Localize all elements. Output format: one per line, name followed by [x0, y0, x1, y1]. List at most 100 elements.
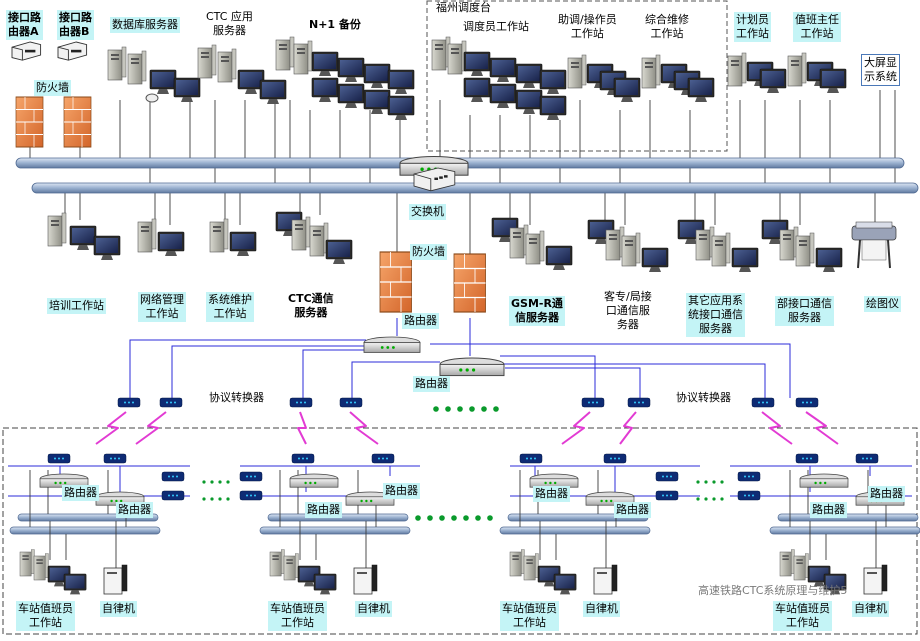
station3-router-label-b: 路由器 — [614, 502, 651, 518]
ctc-app-server-label: CTC 应用 服务器 — [206, 10, 253, 37]
sysmaint-ws-label: 系统维护 工作站 — [206, 292, 254, 322]
wireless-links — [95, 411, 839, 445]
station-bus-b — [9, 526, 161, 535]
station-bus-b — [499, 526, 651, 535]
router-center-1-label: 路由器 — [402, 313, 439, 329]
station2-router-label-a: 路由器 — [305, 502, 342, 518]
middle-devices — [47, 155, 897, 313]
duty-ws-icon — [788, 53, 846, 93]
station-workstation-icon — [509, 549, 577, 595]
router-center-2-label: 路由器 — [413, 376, 450, 392]
db-server-icon — [107, 46, 201, 103]
station3-autonomous-label: 自律机 — [583, 601, 620, 617]
firewall2-label: 防火墙 — [410, 244, 447, 260]
router-b-icon — [57, 41, 88, 61]
router-a-icon — [11, 41, 42, 61]
protocol-converter-left-label: 协议转换器 — [209, 391, 264, 404]
ctc-app-server-icon — [197, 44, 287, 105]
station1-ws-label: 车站值班员 工作站 — [16, 601, 75, 631]
station-bus-a — [777, 513, 919, 522]
station-router-icon — [799, 473, 849, 488]
sysmaint-ws-icon — [209, 218, 257, 257]
station-workstation-icon — [19, 549, 87, 595]
station-groups — [9, 470, 920, 595]
training-ws-label: 培训工作站 — [47, 298, 106, 314]
netmgmt-ws-label: 网络管理 工作站 — [138, 292, 186, 322]
station2-router-label-b: 路由器 — [383, 483, 420, 499]
station1-autonomous-label: 自律机 — [100, 601, 137, 617]
station1-router-label-b: 路由器 — [116, 502, 153, 518]
ministry-server-icon — [761, 219, 843, 273]
lan-bus-b — [31, 182, 919, 194]
station-router-icon — [289, 473, 339, 488]
gsmr-server-icon — [491, 217, 573, 271]
dispatcher-ws-icon — [431, 36, 567, 121]
station-group-3 — [499, 470, 651, 595]
station2-ws-label: 车站值班员 工作站 — [268, 601, 327, 631]
station-group-4 — [769, 470, 920, 595]
station-workstation-icon — [269, 549, 337, 595]
continuation-dots — [202, 406, 724, 521]
switch-icon-b — [413, 167, 456, 192]
drop-lines-top — [29, 90, 896, 185]
firewall-icon-b — [63, 96, 92, 148]
switch-label: 交换机 — [409, 204, 446, 220]
plotter-label: 绘图仪 — [864, 296, 901, 312]
station4-ws-label: 车站值班员 工作站 — [773, 601, 832, 631]
fuzhou-desk-label: 福州调度台 — [436, 1, 491, 14]
station3-ws-label: 车站值班员 工作站 — [500, 601, 559, 631]
firewall2-icon-a — [379, 251, 413, 313]
router-a-label: 接口路 由器A — [6, 10, 43, 40]
n1-backup-label: N+1 备份 — [309, 18, 361, 31]
firewall-icon-a — [15, 96, 44, 148]
ctc-comm-server-label: CTC通信 服务器 — [288, 292, 334, 319]
n1-backup-icon — [275, 36, 415, 121]
center-routers — [363, 336, 505, 377]
ministry-server-label: 部接口通信 服务器 — [775, 296, 834, 326]
db-server-label: 数据库服务器 — [110, 17, 180, 33]
maintenance-ws-label: 综合维修 工作站 — [645, 13, 689, 40]
station-bus-b — [259, 526, 411, 535]
protocol-converters — [47, 397, 879, 501]
router-center-2 — [439, 357, 505, 377]
autonomous-machine-icon — [863, 564, 888, 595]
firewall-label: 防火墙 — [34, 80, 71, 96]
other-if-server-icon — [677, 219, 759, 273]
station3-router-label-a: 路由器 — [533, 486, 570, 502]
station-group-2 — [259, 470, 411, 595]
ctc-comm-server-icon — [275, 211, 353, 265]
assistant-ws-icon — [568, 55, 641, 103]
gsmr-server-label: GSM-R通 信服务器 — [509, 296, 565, 326]
duty-ws-label: 值班主任 工作站 — [793, 12, 841, 42]
station4-autonomous-label: 自律机 — [852, 601, 889, 617]
station2-autonomous-label: 自律机 — [355, 601, 392, 617]
autonomous-machine-icon — [103, 564, 128, 595]
station1-router-label-a: 路由器 — [62, 485, 99, 501]
watermark: 高速铁路CTC系统原理与维护5 — [698, 584, 848, 597]
fuzhou-desk-frame — [426, 0, 728, 152]
assistant-ws-label: 助调/操作员 工作站 — [558, 13, 617, 40]
router-b-label: 接口路 由器B — [57, 10, 94, 40]
passenger-server-icon — [587, 219, 669, 273]
planner-ws-icon — [728, 53, 786, 93]
router-center-1 — [363, 336, 421, 354]
dispatcher-ws-label: 调度员工作站 — [463, 20, 529, 33]
station-group-1 — [9, 470, 161, 595]
other-if-server-label: 其它应用系 统接口通信 服务器 — [686, 293, 745, 337]
station-bus-b — [769, 526, 920, 535]
passenger-server-label: 客专/局接 口通信服 务器 — [604, 290, 652, 331]
plotter-icon — [851, 221, 897, 269]
autonomous-machine-icon — [353, 564, 378, 595]
training-ws-icon — [47, 212, 121, 261]
protocol-converter-right-label: 协议转换器 — [676, 391, 731, 404]
firewall2-icon-b — [453, 253, 487, 313]
big-screen-box: 大屏显 示系统 — [861, 54, 900, 86]
autonomous-machine-icon — [593, 564, 618, 595]
drop-lines-middle — [64, 190, 876, 255]
planner-ws-label: 计划员 工作站 — [734, 12, 771, 42]
station4-router-label-b: 路由器 — [868, 486, 905, 502]
top-devices — [11, 36, 846, 148]
maintenance-ws-icon — [642, 55, 715, 103]
